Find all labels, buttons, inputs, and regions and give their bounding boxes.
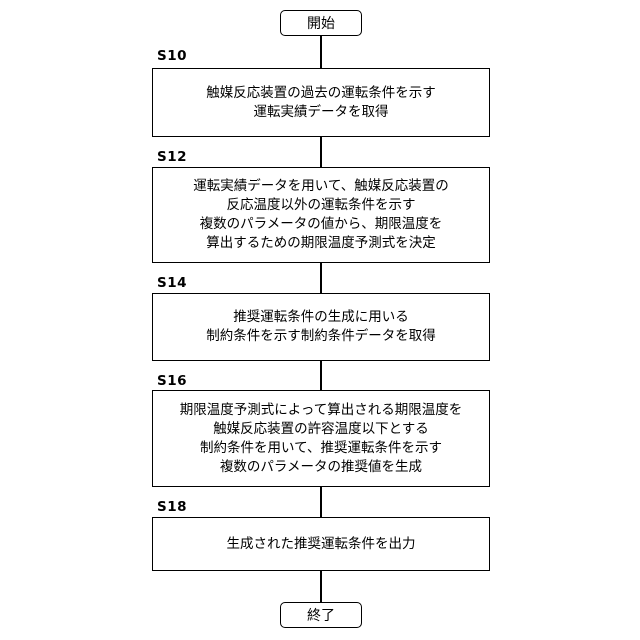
step-id-s12: S12 xyxy=(157,149,187,165)
start-label: 開始 xyxy=(307,13,335,33)
process-box-s16: 期限温度予測式によって算出される期限温度を 触媒反応装置の許容温度以下とする 制… xyxy=(152,390,490,487)
process-text-line: 運転実績データを用いて、触媒反応装置の xyxy=(193,177,448,196)
process-text-line: 制約条件を用いて、推奨運転条件を示す xyxy=(200,439,442,458)
process-box-s18: 生成された推奨運転条件を出力 xyxy=(152,517,490,571)
process-text-line: 触媒反応装置の過去の運転条件を示す xyxy=(206,84,436,103)
start-terminal: 開始 xyxy=(280,10,362,36)
process-text-line: 運転実績データを取得 xyxy=(254,103,389,122)
process-text-line: 複数のパラメータの推奨値を生成 xyxy=(220,458,422,477)
process-text-line: 推奨運転条件の生成に用いる xyxy=(233,308,409,327)
process-text-line: 触媒反応装置の許容温度以下とする xyxy=(213,420,429,439)
connector-s18-end xyxy=(320,571,322,602)
process-text-line: 算出するための期限温度予測式を決定 xyxy=(206,234,436,253)
connector-start-s10 xyxy=(320,36,322,68)
step-id-s16: S16 xyxy=(157,373,187,389)
process-text-line: 制約条件を示す制約条件データを取得 xyxy=(206,327,436,346)
process-text-line: 生成された推奨運転条件を出力 xyxy=(227,535,416,554)
process-text-line: 期限温度予測式によって算出される期限温度を xyxy=(180,401,462,420)
end-terminal: 終了 xyxy=(280,602,362,628)
step-id-s14: S14 xyxy=(157,275,187,291)
process-text-line: 反応温度以外の運転条件を示す xyxy=(227,196,416,215)
process-box-s14: 推奨運転条件の生成に用いる 制約条件を示す制約条件データを取得 xyxy=(152,293,490,361)
connector-s16-s18 xyxy=(320,487,322,517)
end-label: 終了 xyxy=(307,605,335,625)
process-box-s10: 触媒反応装置の過去の運転条件を示す 運転実績データを取得 xyxy=(152,68,490,137)
process-box-s12: 運転実績データを用いて、触媒反応装置の 反応温度以外の運転条件を示す 複数のパラ… xyxy=(152,167,490,263)
process-text-line: 複数のパラメータの値から、期限温度を xyxy=(200,215,443,234)
connector-s14-s16 xyxy=(320,361,322,390)
connector-s12-s14 xyxy=(320,263,322,293)
step-id-s10: S10 xyxy=(157,48,187,64)
connector-s10-s12 xyxy=(320,137,322,167)
step-id-s18: S18 xyxy=(157,499,187,515)
